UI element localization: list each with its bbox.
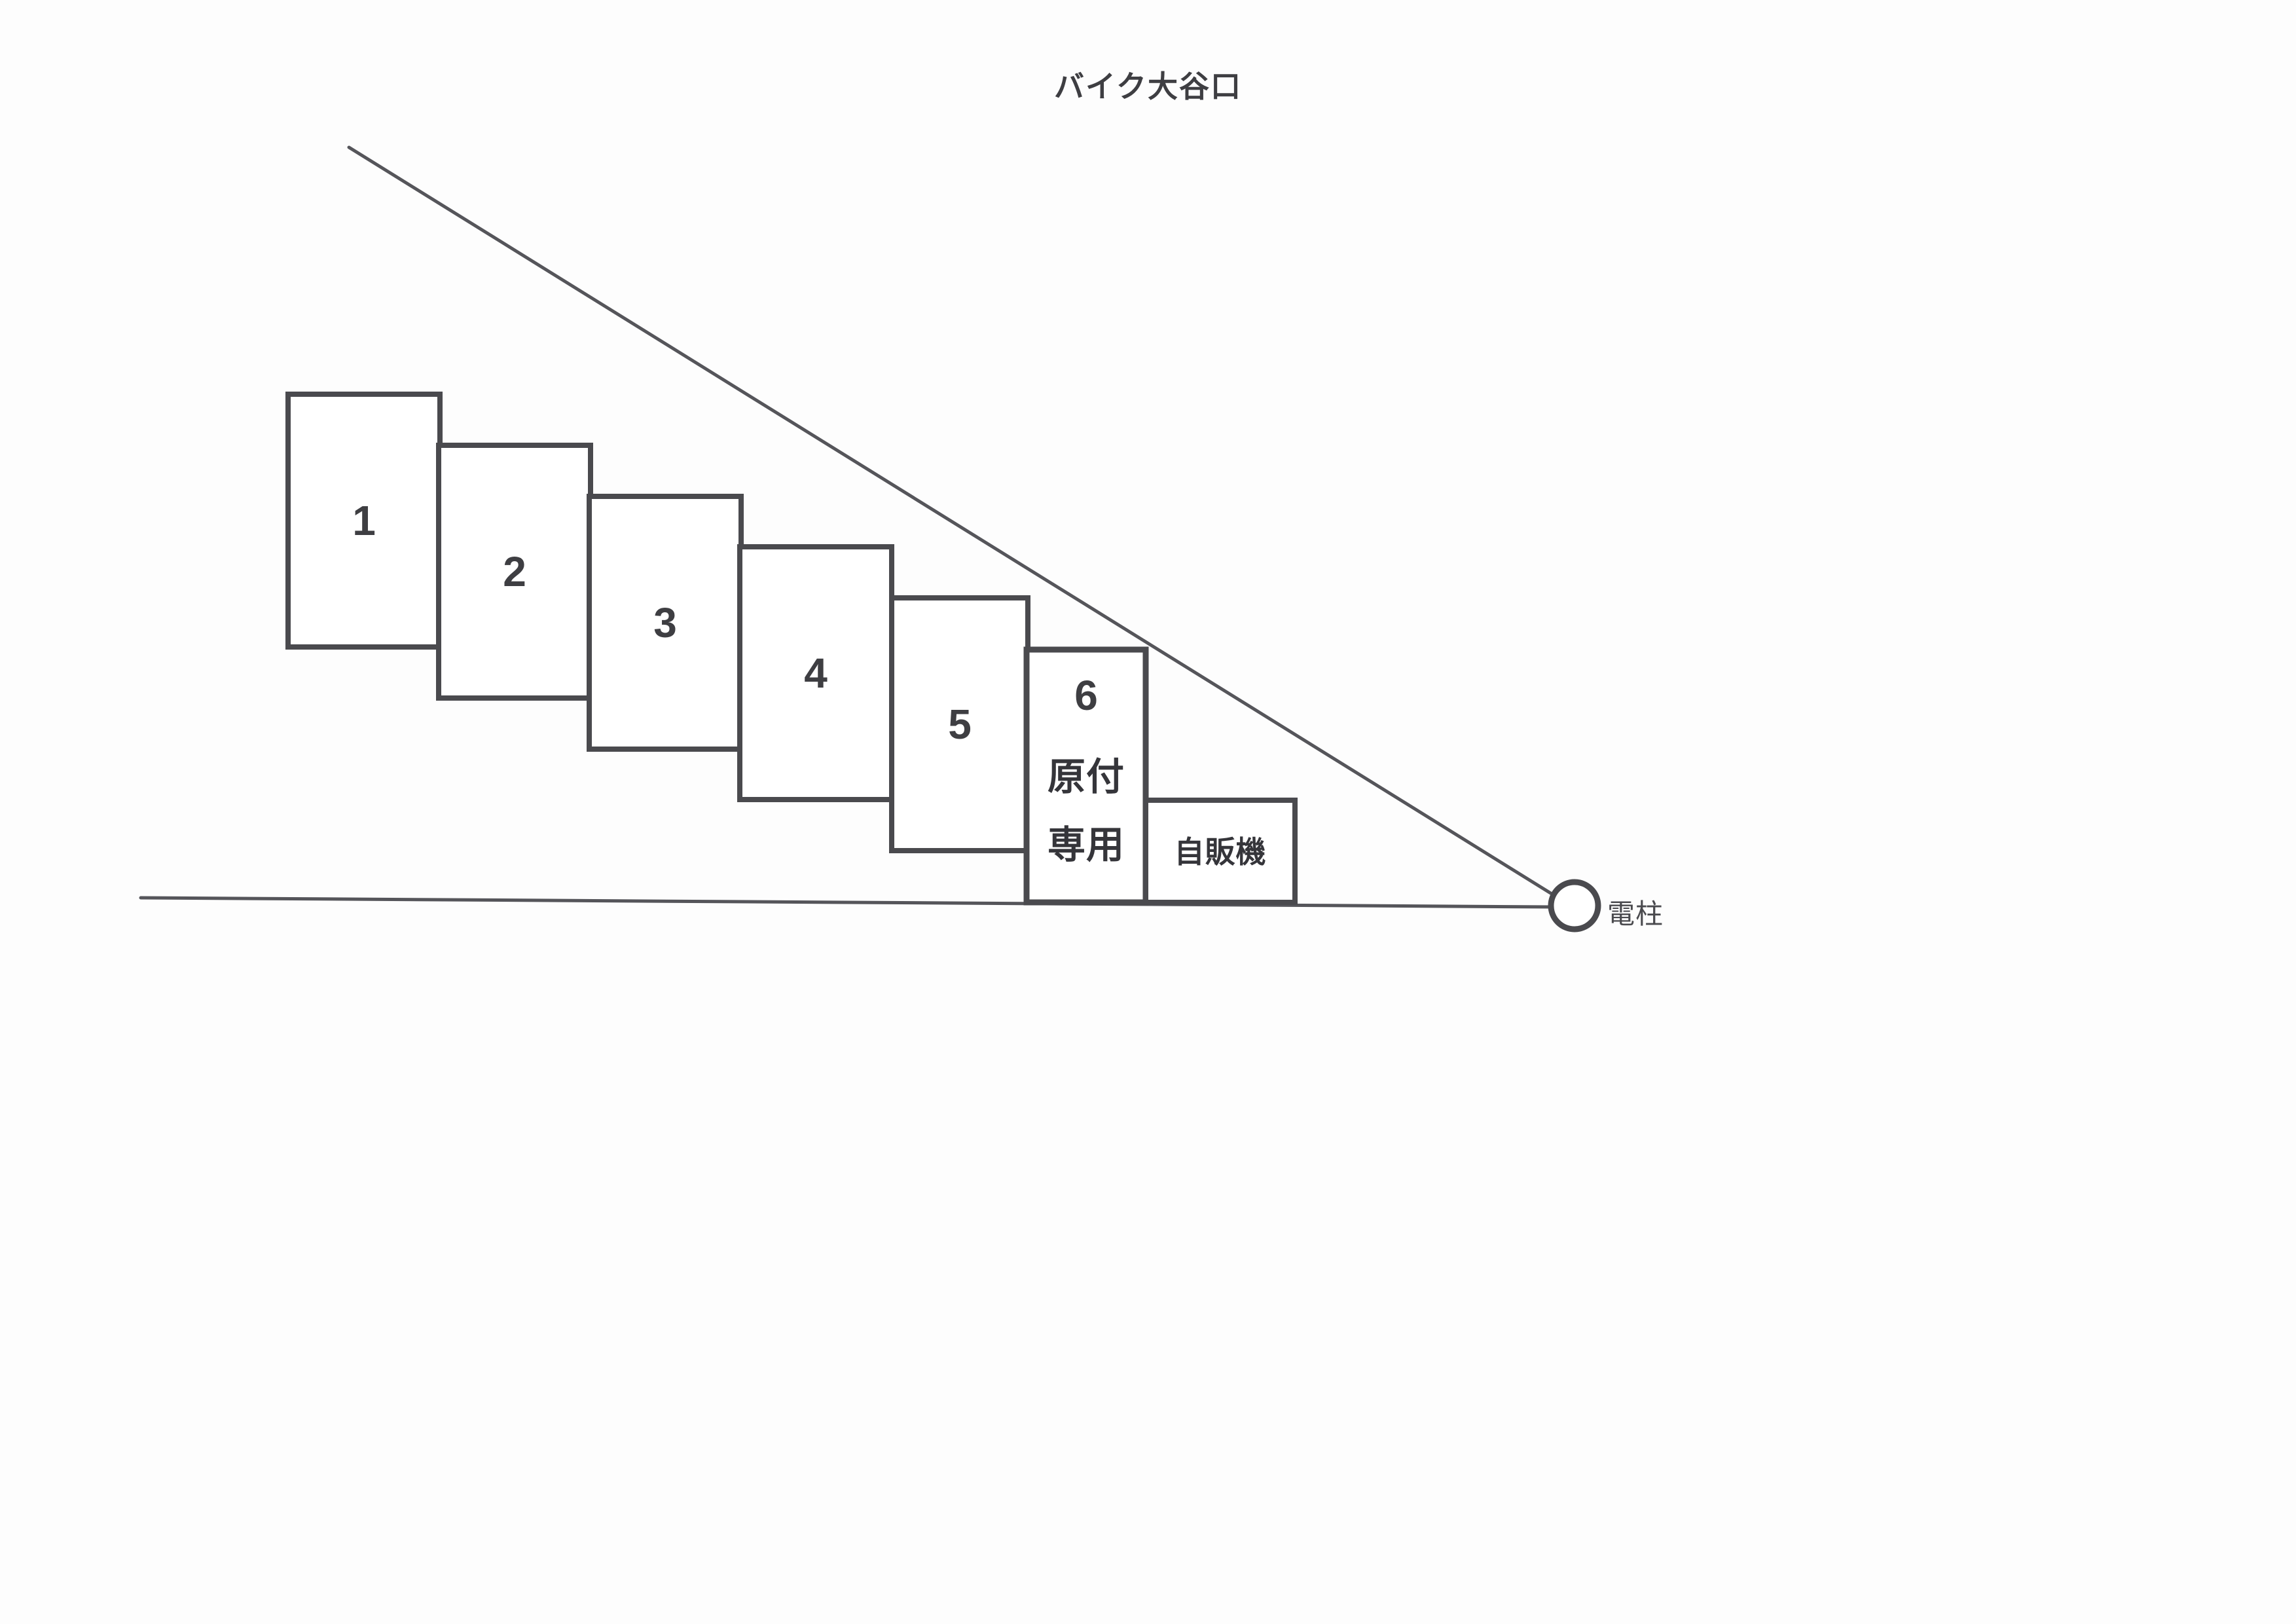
stall-4-number: 4	[804, 650, 828, 697]
utility-pole-icon	[1548, 879, 1601, 932]
stall-6-number: 6	[1074, 672, 1098, 719]
stall-5-number: 5	[948, 701, 972, 748]
stall-6-moped-line2: 専用	[1047, 824, 1125, 866]
upper-boundary-diagonal	[347, 145, 1557, 898]
utility-pole-label: 電柱	[1607, 898, 1664, 929]
stall-1-outline[interactable]	[285, 392, 443, 650]
stall-1-number: 1	[352, 497, 376, 544]
stall-4-outline[interactable]	[737, 544, 894, 802]
vending-machine-outline[interactable]	[1143, 798, 1298, 905]
vending-machine-label: 自販機	[1174, 835, 1267, 869]
stall-3-number: 3	[653, 599, 677, 646]
page-title: バイク大谷口	[1053, 69, 1243, 103]
lower-boundary-horizontal	[139, 896, 1555, 909]
stall-6-outline[interactable]	[1023, 646, 1149, 906]
stall-2-outline[interactable]	[436, 443, 593, 701]
stall-6-moped-line1: 原付	[1047, 756, 1125, 798]
stall-3-outline[interactable]	[587, 494, 744, 752]
stall-2-number: 2	[503, 548, 526, 595]
